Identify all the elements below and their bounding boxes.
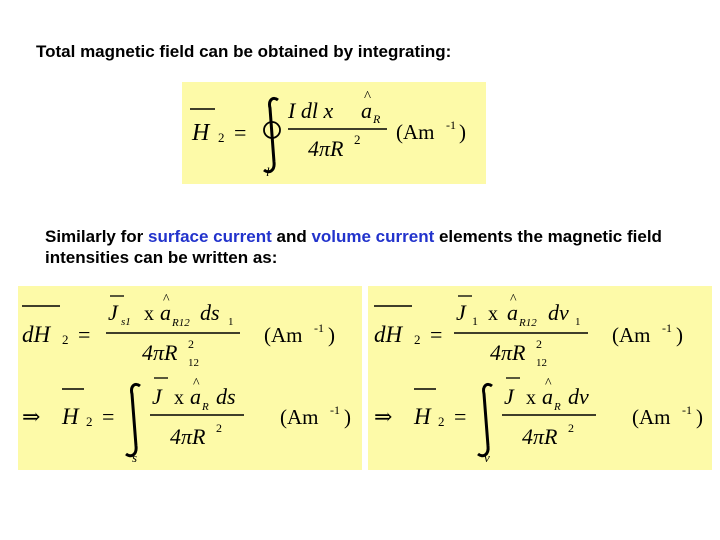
lhs-sub: 2 (218, 130, 225, 145)
H-lhs: H (61, 404, 80, 429)
den-sup-2: 2 (216, 421, 222, 435)
H-sub: 2 (86, 414, 93, 429)
denominator: 4πR (308, 136, 344, 161)
implies-arrow: ⇒ (374, 404, 392, 429)
dH-sub: 2 (62, 332, 69, 347)
current-density-J: J (456, 300, 467, 325)
unit-close: ) (328, 323, 335, 347)
numerator-text: I dl x (287, 98, 333, 123)
equals-sign-2: = (454, 404, 466, 429)
unit-vector-a: a (361, 98, 372, 123)
volume-current-equations: dH 2 = J 1 x ^ a R12 dv 1 4πR 2 12 (Am -… (374, 292, 703, 465)
denominator-2: 4πR (170, 424, 206, 449)
line-integral-equation-box: H 2 = l I dl x ^ a R 4πR 2 (Am -1 ) (182, 82, 486, 184)
equals-sign-2: = (102, 404, 114, 429)
current-density-J-2: J (152, 384, 163, 409)
unit-vector-sub-2: R (201, 401, 209, 413)
integral-sign (263, 96, 279, 174)
volume-current-equation-box: dH 2 = J 1 x ^ a R12 dv 1 4πR 2 12 (Am -… (368, 286, 712, 470)
integral-limit: s (132, 450, 137, 465)
ds-sub: 1 (228, 316, 234, 328)
dH-lhs: dH (22, 322, 52, 347)
dH-lhs: dH (374, 322, 404, 347)
unit-vector-a-2: a (190, 384, 201, 409)
current-density-J-2: J (504, 384, 515, 409)
unit-vector-sub-2: R (553, 401, 561, 413)
unit-exponent: -1 (314, 321, 324, 335)
differential-ds: ds (200, 300, 220, 325)
paragraph-text-start: Similarly for (45, 227, 148, 246)
svg-text:^: ^ (163, 292, 170, 307)
denominator-exponent: 2 (354, 132, 361, 147)
H-sub: 2 (438, 414, 445, 429)
unit-vector-a: a (507, 300, 518, 325)
unit-exponent: -1 (662, 321, 672, 335)
integral-sign (125, 382, 141, 458)
integral-limit: v (484, 450, 490, 465)
H-lhs: H (413, 404, 432, 429)
equals-sign: = (430, 322, 442, 347)
svg-text:^: ^ (193, 376, 200, 391)
volume-current-highlight: volume current (311, 227, 435, 246)
surface-volume-paragraph: Similarly for surface current and volume… (45, 226, 685, 268)
equals-sign: = (234, 120, 246, 145)
denominator-2: 4πR (522, 424, 558, 449)
intro-text: Total magnetic field can be obtained by … (36, 42, 452, 61)
den-sub: 12 (536, 357, 547, 369)
surface-current-equation-box: dH 2 = J s1 x ^ a R12 ds 1 4πR 2 12 (Am … (18, 286, 362, 470)
unit-vector-sub: R12 (518, 317, 537, 329)
hat-accent: ^ (364, 89, 371, 105)
denominator: 4πR (142, 340, 178, 365)
surface-current-equations: dH 2 = J s1 x ^ a R12 ds 1 4πR 2 12 (Am … (22, 292, 351, 465)
integral-sign (477, 382, 493, 458)
differential-dv-2: dv (568, 384, 589, 409)
cross-x-2: x (526, 387, 536, 409)
line-integral-equation: H 2 = l I dl x ^ a R 4πR 2 (Am -1 ) (190, 89, 466, 179)
surface-current-highlight: surface current (147, 227, 272, 246)
equals-sign: = (78, 322, 90, 347)
contour-circle (263, 121, 281, 139)
unit-close-2: ) (696, 405, 703, 429)
unit-close: ) (676, 323, 683, 347)
current-density-J: J (108, 300, 119, 325)
unit-close-2: ) (344, 405, 351, 429)
unit-exponent: -1 (446, 118, 456, 132)
cross-x-2: x (174, 387, 184, 409)
unit-open: (Am (396, 120, 435, 144)
unit-vector-sub: R (372, 112, 381, 126)
denominator: 4πR (490, 340, 526, 365)
svg-text:^: ^ (545, 376, 552, 391)
unit-exponent-2: -1 (682, 403, 692, 417)
dH-sub: 2 (414, 332, 421, 347)
unit-vector-a-2: a (542, 384, 553, 409)
den-sup-2: 2 (568, 421, 574, 435)
implies-arrow: ⇒ (22, 404, 40, 429)
paragraph-text-end: elements the magnetic field intensities … (45, 227, 662, 267)
paragraph-text-and: and (271, 227, 312, 246)
lhs-H: H (191, 120, 211, 146)
den-sub: 12 (188, 357, 199, 369)
differential-dv: dv (548, 300, 569, 325)
dv-sub: 1 (575, 316, 581, 328)
unit-open: (Am (612, 323, 651, 347)
svg-text:^: ^ (510, 292, 517, 307)
unit-open-2: (Am (632, 405, 671, 429)
unit-vector-a: a (160, 300, 171, 325)
unit-open-2: (Am (280, 405, 319, 429)
den-sup: 2 (188, 337, 194, 351)
contour-limit: l (266, 164, 270, 179)
cross-x: x (144, 303, 154, 325)
den-sup: 2 (536, 337, 542, 351)
J-sub: 1 (472, 314, 478, 328)
cross-x: x (488, 303, 498, 325)
J-sub: s1 (121, 316, 131, 328)
unit-close: ) (459, 120, 466, 144)
unit-vector-sub: R12 (171, 317, 190, 329)
unit-exponent-2: -1 (330, 403, 340, 417)
unit-open: (Am (264, 323, 303, 347)
differential-ds-2: ds (216, 384, 236, 409)
